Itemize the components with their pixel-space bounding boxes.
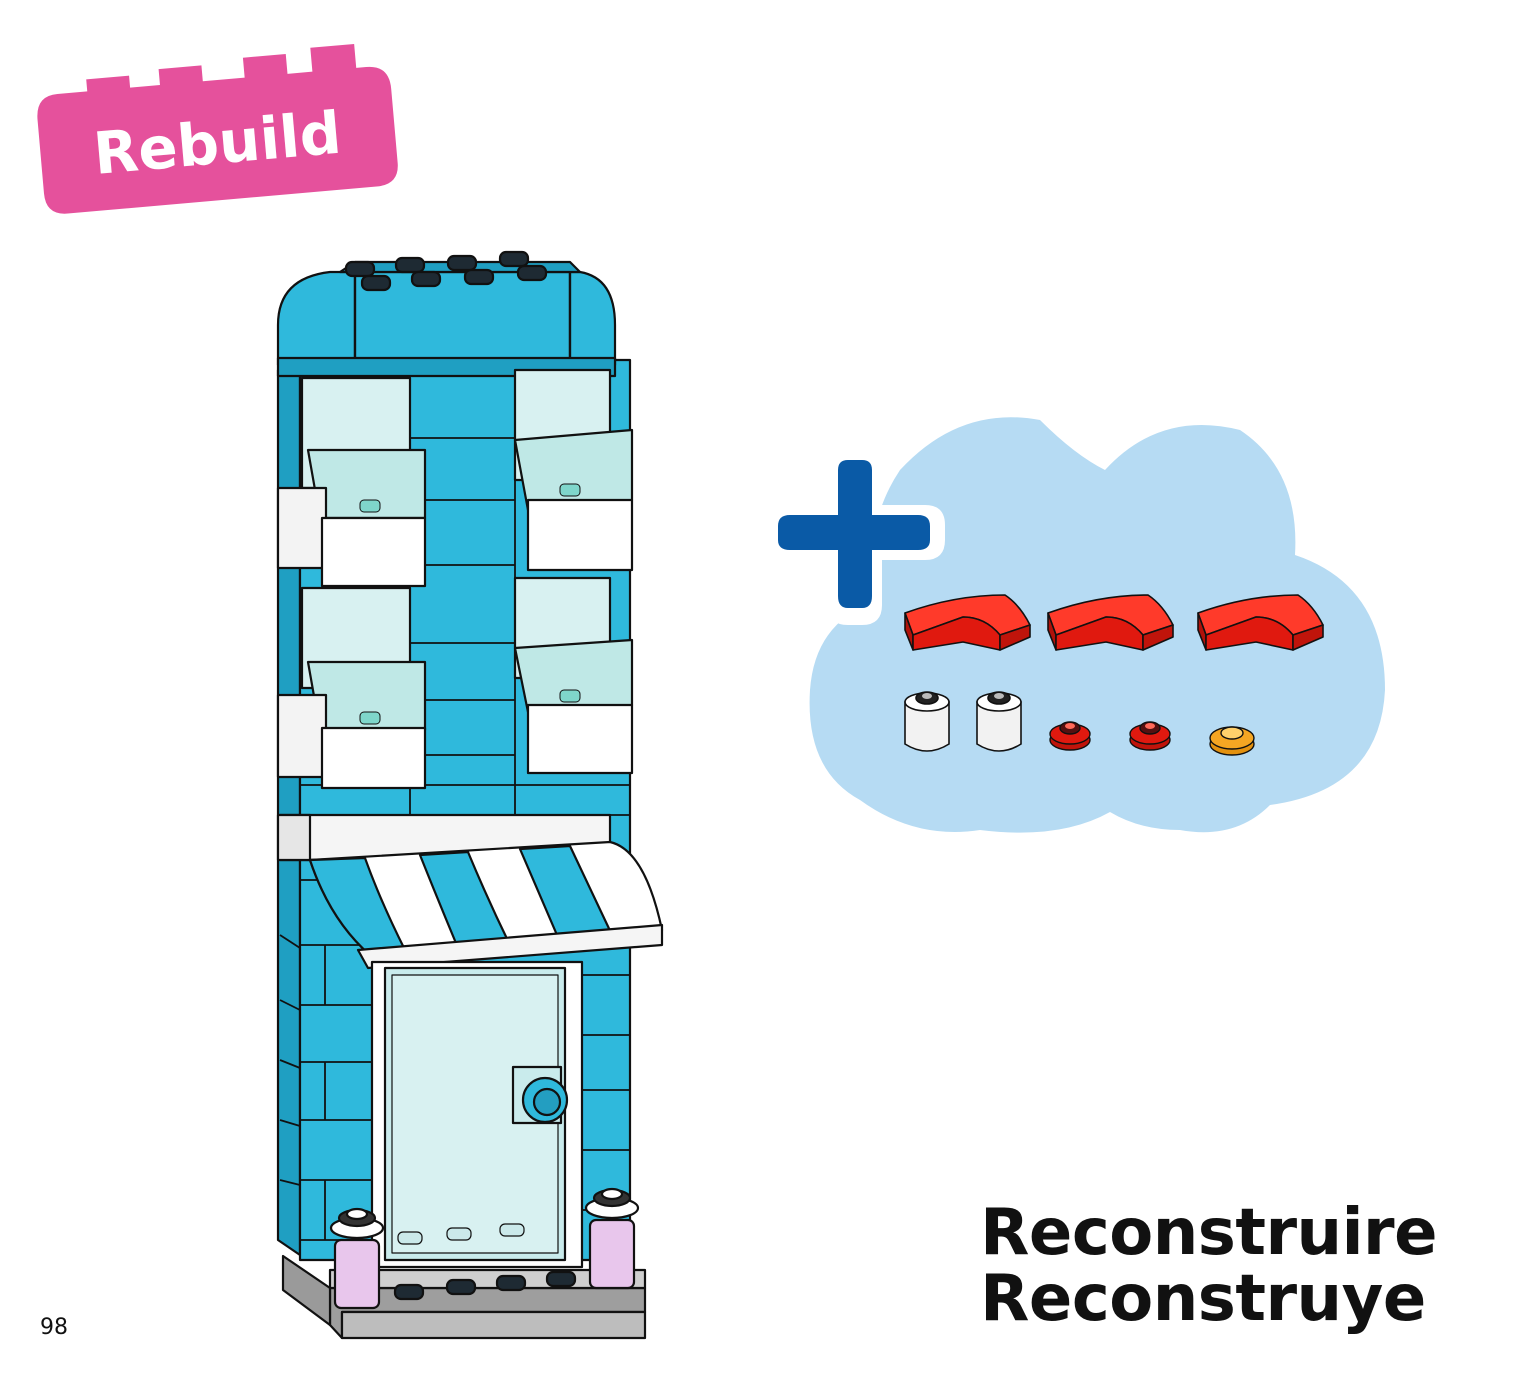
curved-slope-1 xyxy=(904,594,1031,651)
flower-plate-1 xyxy=(1049,721,1091,751)
rebuild-badge: Rebuild xyxy=(37,43,398,214)
title-spanish: Reconstruye xyxy=(980,1262,1426,1336)
window-top-right xyxy=(513,368,634,572)
window-bottom-right xyxy=(513,576,634,775)
curved-slope-3 xyxy=(1197,594,1324,651)
striped-awning xyxy=(308,840,664,970)
rebuild-titles: Reconstruire Reconstruye xyxy=(980,1200,1437,1332)
flower-plate-2 xyxy=(1129,721,1171,751)
base-studs xyxy=(393,1270,577,1301)
title-french: Reconstruire xyxy=(980,1196,1437,1270)
parts-panel xyxy=(765,417,1385,833)
round-brick-2 xyxy=(976,691,1022,752)
flower-pot-right xyxy=(584,1187,640,1290)
door xyxy=(370,960,584,1269)
roof-studs xyxy=(344,250,548,292)
brick-building xyxy=(276,250,664,1340)
curved-slope-2 xyxy=(1047,594,1174,651)
round-brick-part xyxy=(904,691,1022,752)
badge-shape xyxy=(37,43,398,214)
round-plate-flower-part xyxy=(1049,721,1171,751)
page-number: 98 xyxy=(40,1315,68,1340)
round-brick-1 xyxy=(904,691,950,752)
roof xyxy=(276,260,617,378)
curved-slope-part xyxy=(904,594,1324,651)
plus-icon xyxy=(765,440,945,625)
round-plate-part xyxy=(1209,726,1255,756)
window-bottom-left xyxy=(276,586,427,790)
window-top-left xyxy=(276,376,427,588)
flower-pot-left xyxy=(329,1207,385,1310)
